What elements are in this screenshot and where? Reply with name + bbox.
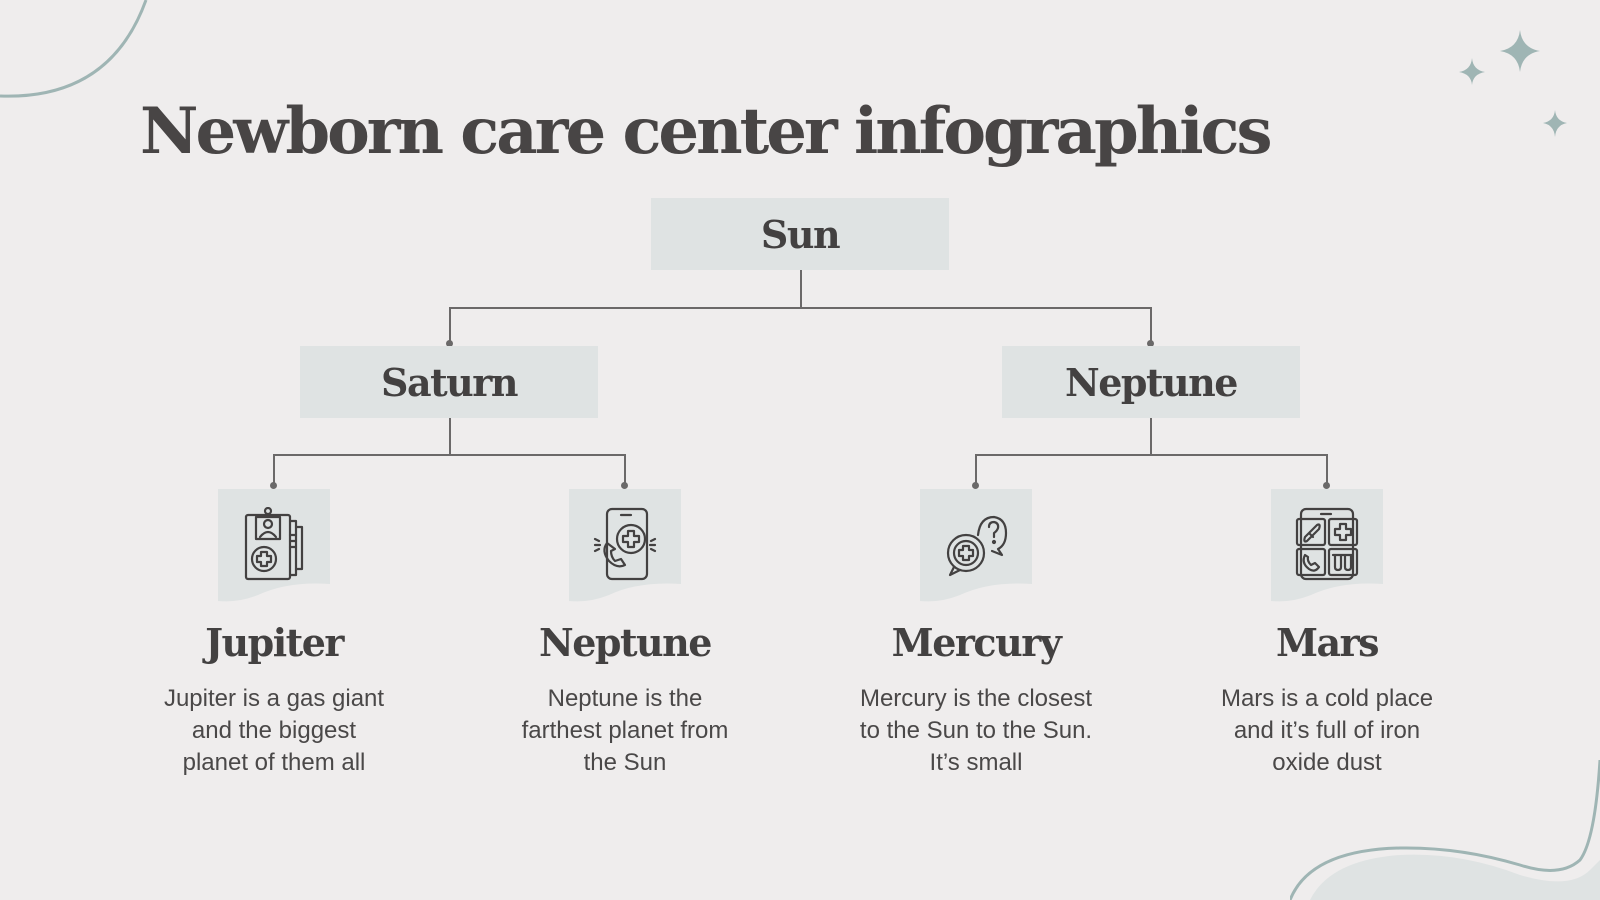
medical-chat-question-icon <box>946 515 1008 577</box>
leaf-description: Neptune is the farthest planet from the … <box>475 683 775 779</box>
medical-record-icon <box>244 507 304 581</box>
description-line: planet of them all <box>182 749 366 776</box>
description-line: Mars is a cold place <box>1220 685 1434 712</box>
description-line: and the biggest <box>191 717 357 744</box>
leaf-description: Jupiter is a gas giant and the biggest p… <box>124 683 424 779</box>
connector-line <box>449 418 451 455</box>
connector-line <box>1150 307 1152 343</box>
leaf-tab-mars <box>1271 489 1383 609</box>
leaf-tab-jupiter <box>218 489 330 609</box>
connector-line <box>273 454 626 456</box>
sparkle-icon <box>1459 30 1567 137</box>
branch-node-label: Saturn <box>381 359 518 405</box>
description-line: Neptune is the <box>547 685 703 712</box>
branch-node-label: Neptune <box>1065 359 1238 405</box>
connector-dot <box>446 340 453 347</box>
connector-line <box>975 454 1328 456</box>
description-line: oxide dust <box>1272 749 1382 776</box>
connector-dot <box>270 482 277 489</box>
description-line: Jupiter is a gas giant <box>163 685 385 712</box>
connector-line <box>273 454 275 484</box>
description-line: It’s small <box>929 749 1023 776</box>
page-title: Newborn care center infographics <box>140 94 1273 169</box>
description-line: to the Sun to the Sun. <box>859 717 1093 744</box>
connector-line <box>800 270 802 308</box>
connector-dot <box>1147 340 1154 347</box>
leaf-title: Neptune <box>539 620 712 665</box>
connector-line <box>975 454 977 484</box>
leaf-tab-neptune <box>569 489 681 609</box>
description-line: and it’s full of iron <box>1233 717 1421 744</box>
connector-dot <box>972 482 979 489</box>
leaf-title: Mercury <box>891 620 1062 665</box>
description-line: farthest planet from <box>521 717 729 744</box>
connector-line <box>449 307 451 343</box>
phone-medical-call-icon <box>593 507 657 581</box>
root-node: Sun <box>651 198 949 270</box>
leaf-title: Mars <box>1275 620 1380 665</box>
wave-decoration <box>1290 760 1600 900</box>
connector-line <box>1326 454 1328 484</box>
connector-dot <box>621 482 628 489</box>
root-node-label: Sun <box>760 211 841 257</box>
branch-node-neptune: Neptune <box>1002 346 1300 418</box>
leaf-tab-mercury <box>920 489 1032 609</box>
connector-line <box>1150 418 1152 455</box>
leaf-description: Mercury is the closest to the Sun to the… <box>826 683 1126 779</box>
description-line: the Sun <box>583 749 667 776</box>
connector-line <box>449 307 1152 309</box>
leaf-title: Jupiter <box>205 620 344 665</box>
description-line: Mercury is the closest <box>859 685 1093 712</box>
leaf-description: Mars is a cold place and it’s full of ir… <box>1177 683 1477 779</box>
connector-dot <box>1323 482 1330 489</box>
corner-arc-decoration <box>0 0 148 98</box>
connector-line <box>624 454 626 484</box>
health-app-icon <box>1295 507 1359 581</box>
branch-node-saturn: Saturn <box>300 346 598 418</box>
